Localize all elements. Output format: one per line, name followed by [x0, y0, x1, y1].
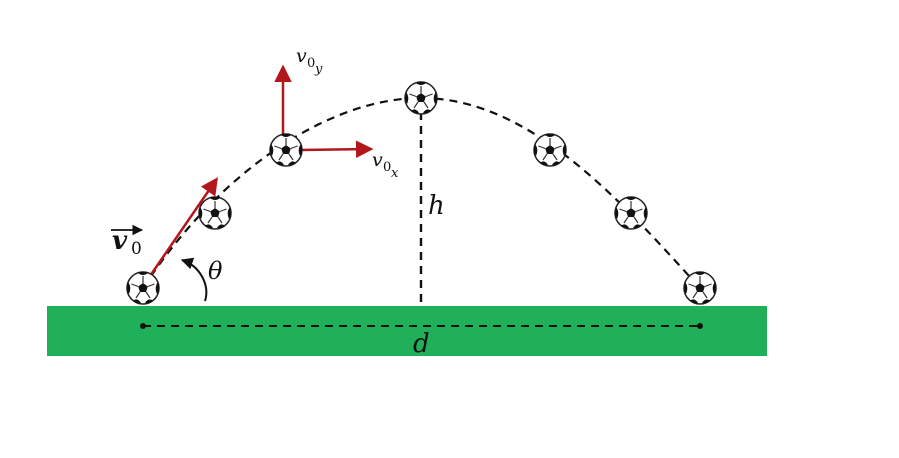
- v0y-subscript: 0: [307, 56, 315, 71]
- v0-vector-symbol: v: [112, 226, 128, 256]
- v0y-label: v 0 y: [296, 45, 323, 77]
- v0x-subscript: 0: [383, 160, 391, 175]
- v0x-symbol: v: [372, 149, 383, 171]
- angle-label: θ: [208, 257, 223, 285]
- v0-vector-label: v 0: [111, 224, 144, 259]
- soccer-ball-icon: [533, 133, 567, 167]
- distance-end-dot: [697, 323, 703, 329]
- soccer-ball-icon: [126, 271, 160, 305]
- soccer-ball-icon: [683, 271, 717, 305]
- distance-label: d: [413, 329, 430, 359]
- height-label: h: [428, 191, 445, 221]
- angle-arc: [180, 257, 208, 302]
- v0x-vector-arrow: [299, 140, 374, 158]
- distance-start-dot: [140, 323, 146, 329]
- v0-vector-arrow: [148, 177, 218, 277]
- v0x-label: v 0 x: [372, 149, 399, 181]
- v0y-subscript-axis: y: [314, 62, 323, 77]
- soccer-ball-icon: [614, 196, 648, 230]
- v0x-subscript-axis: x: [391, 166, 399, 181]
- soccer-ball-icon: [269, 133, 303, 167]
- ground: [47, 306, 767, 356]
- v0y-symbol: v: [296, 45, 307, 67]
- soccer-ball-icon: [404, 81, 438, 115]
- v0-vector-subscript: 0: [131, 239, 142, 259]
- soccer-ball-icon: [198, 196, 232, 230]
